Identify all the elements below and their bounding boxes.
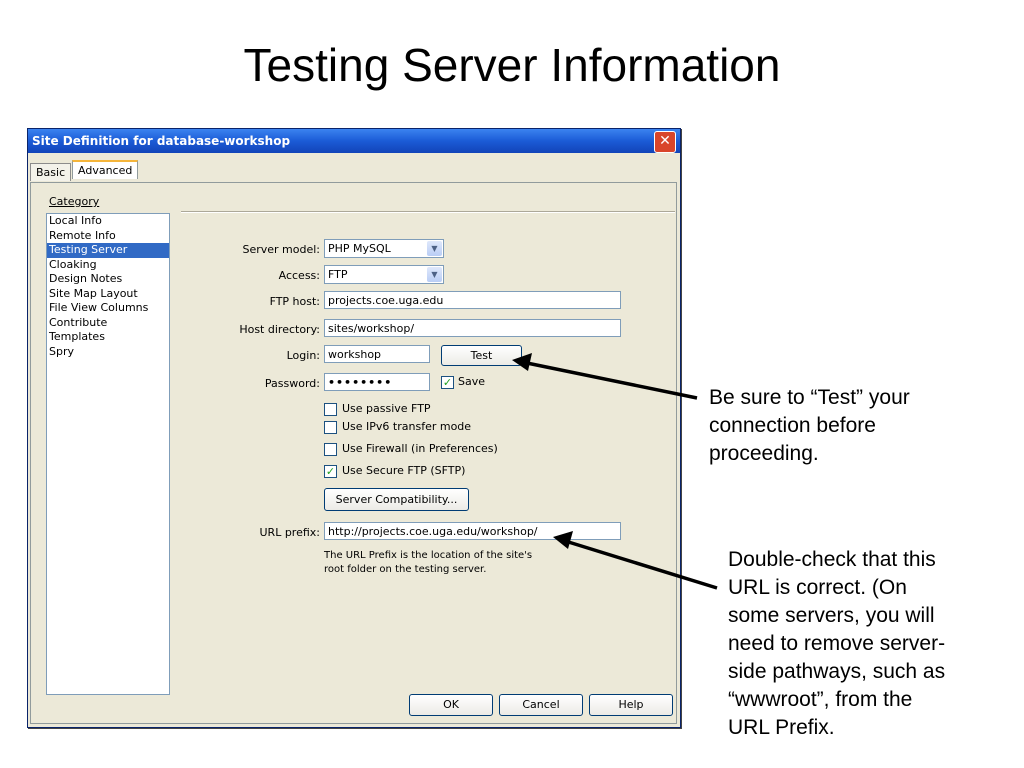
test-annotation-line: Be sure to “Test” your bbox=[709, 386, 910, 409]
category-item-cloaking[interactable]: Cloaking bbox=[49, 257, 97, 271]
category-item-remote-info[interactable]: Remote Info bbox=[49, 228, 116, 242]
url-annotation: Double-check that this URL is correct. (… bbox=[728, 546, 945, 742]
test-annotation-line: proceeding. bbox=[709, 442, 819, 465]
section-divider bbox=[181, 211, 675, 213]
tab-basic[interactable]: Basic bbox=[30, 163, 72, 181]
dialog-title: Site Definition for database-workshop bbox=[32, 134, 291, 148]
firewall-checkbox[interactable] bbox=[324, 443, 337, 456]
slide-title: Testing Server Information bbox=[243, 39, 781, 91]
ftp-host-label: FTP host: bbox=[269, 295, 320, 308]
login-input[interactable]: workshop bbox=[324, 345, 430, 363]
save-checkbox-label: Save bbox=[458, 375, 486, 388]
access-select[interactable]: FTP ▼ bbox=[324, 265, 444, 284]
dialog-titlebar[interactable]: Site Definition for database-workshop ✕ bbox=[28, 129, 680, 153]
category-item-testing-server[interactable]: Testing Server bbox=[47, 243, 169, 258]
close-icon: ✕ bbox=[659, 133, 671, 149]
url-annotation-line: URL is correct. (On bbox=[728, 576, 907, 599]
site-definition-dialog: Site Definition for database-workshop ✕ … bbox=[27, 128, 681, 728]
save-checkbox[interactable]: ✓ bbox=[441, 376, 454, 389]
url-prefix-hint-line1: The URL Prefix is the location of the si… bbox=[324, 550, 533, 561]
url-annotation-line: “wwwroot”, from the bbox=[728, 688, 913, 711]
category-item-templates[interactable]: Templates bbox=[49, 330, 105, 343]
ok-button[interactable]: OK bbox=[409, 694, 493, 716]
test-annotation-line: connection before bbox=[709, 414, 876, 437]
test-annotation: Be sure to “Test” your connection before… bbox=[709, 384, 910, 468]
category-item-design-notes[interactable]: Design Notes bbox=[49, 272, 123, 285]
url-annotation-line: side pathways, such as bbox=[728, 660, 946, 683]
ipv6-checkbox[interactable] bbox=[324, 421, 337, 434]
password-label: Password: bbox=[264, 377, 320, 390]
category-item-file-view-columns[interactable]: File View Columns bbox=[49, 301, 149, 314]
close-button[interactable]: ✕ bbox=[654, 131, 676, 153]
password-input[interactable]: •••••••• bbox=[324, 373, 430, 391]
url-annotation-line: need to remove server- bbox=[728, 632, 946, 655]
url-prefix-input[interactable]: http://projects.coe.uga.edu/workshop/ bbox=[324, 522, 621, 540]
url-annotation-line: Double-check that this bbox=[728, 548, 936, 571]
category-label: Category bbox=[49, 195, 100, 208]
url-annotation-line: some servers, you will bbox=[728, 604, 935, 627]
cancel-button[interactable]: Cancel bbox=[499, 694, 583, 716]
category-item-site-map-layout[interactable]: Site Map Layout bbox=[49, 286, 138, 300]
chevron-down-icon: ▼ bbox=[427, 267, 442, 282]
login-label: Login: bbox=[286, 349, 320, 362]
sftp-checkbox[interactable]: ✓ bbox=[324, 465, 337, 478]
url-prefix-label: URL prefix: bbox=[259, 526, 321, 539]
category-item-contribute[interactable]: Contribute bbox=[49, 315, 108, 329]
server-model-value: PHP MySQL bbox=[328, 242, 391, 255]
access-value: FTP bbox=[328, 268, 348, 281]
ftp-host-input[interactable]: projects.coe.uga.edu bbox=[324, 291, 621, 309]
ipv6-label: Use IPv6 transfer mode bbox=[342, 420, 472, 433]
url-annotation-line: URL Prefix. bbox=[728, 716, 835, 739]
category-item-local-info[interactable]: Local Info bbox=[49, 214, 102, 227]
server-compatibility-button[interactable]: Server Compatibility... bbox=[324, 488, 469, 511]
url-prefix-hint-line2: root folder on the testing server. bbox=[324, 564, 487, 575]
server-model-label: Server model: bbox=[242, 243, 320, 256]
chevron-down-icon: ▼ bbox=[427, 241, 442, 256]
access-label: Access: bbox=[278, 269, 320, 282]
firewall-label: Use Firewall (in Preferences) bbox=[342, 442, 498, 455]
tab-advanced[interactable]: Advanced bbox=[72, 160, 139, 179]
sftp-label: Use Secure FTP (SFTP) bbox=[342, 464, 466, 477]
server-model-select[interactable]: PHP MySQL ▼ bbox=[324, 239, 444, 258]
category-item-spry[interactable]: Spry bbox=[49, 344, 74, 358]
passive-ftp-checkbox[interactable] bbox=[324, 403, 337, 416]
passive-ftp-label: Use passive FTP bbox=[342, 402, 431, 415]
test-button[interactable]: Test bbox=[441, 345, 522, 366]
help-button[interactable]: Help bbox=[589, 694, 673, 716]
host-directory-input[interactable]: sites/workshop/ bbox=[324, 319, 621, 337]
host-directory-label: Host directory: bbox=[239, 323, 320, 336]
category-list[interactable]: Local Info Remote Info Testing Server Cl… bbox=[46, 213, 170, 695]
